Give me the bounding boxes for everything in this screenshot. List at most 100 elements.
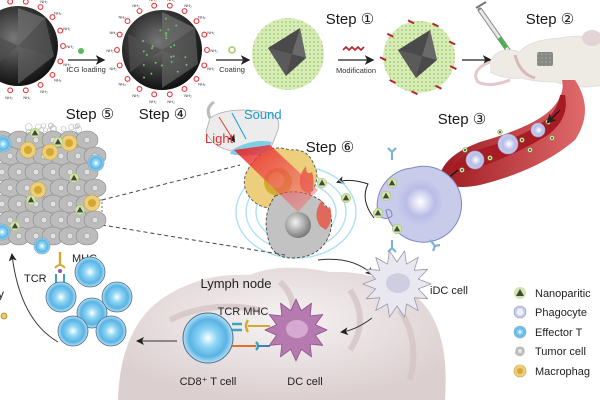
amine-group-icon xyxy=(182,9,187,14)
amine-group-icon xyxy=(117,32,122,37)
cd8-t-cell xyxy=(183,313,233,363)
blood-vessel xyxy=(440,80,585,187)
step-5-label: Step ⑤ xyxy=(66,106,114,123)
legend: Nanoparitic Phagocyte Effector T Tumor c… xyxy=(514,287,591,378)
tumor-cell-icon xyxy=(76,131,98,149)
amine-group-icon xyxy=(58,28,63,33)
amine-group-icon xyxy=(58,59,63,64)
coating-label: Coating xyxy=(219,65,245,74)
effector-t-icon xyxy=(58,316,88,346)
tcr-mhc-label: TCR MHC xyxy=(218,306,269,318)
left-edge-fragment: y xyxy=(0,287,7,319)
tumor-mass xyxy=(0,123,106,254)
modification-arrow: Modification xyxy=(336,47,376,75)
lymph-node-label: Lymph node xyxy=(200,276,271,291)
nh2-label: NH₂ xyxy=(207,66,215,71)
bare-nanoparticle: NH₂NH₂NH₂NH₂NH₂NH₂NH₂NH₂NH₂NH₂NH₂NH₂NH₂N… xyxy=(0,0,74,100)
effector-t-icon xyxy=(102,282,132,312)
amine-group-icon xyxy=(205,48,210,53)
amine-group-icon xyxy=(125,77,130,82)
coating-lipid-icon xyxy=(229,47,235,53)
nh2-label: NH₂ xyxy=(106,48,114,53)
nh2-label: NH₂ xyxy=(40,0,48,4)
nanoparticle-icon xyxy=(75,205,85,215)
amine-group-icon xyxy=(38,5,43,10)
amine-group-icon xyxy=(182,87,187,92)
effector-t-icon xyxy=(75,257,105,287)
cd8-t-cell-label: CD8⁺ T cell xyxy=(180,376,237,388)
tcr-label-left: TCR xyxy=(24,273,47,285)
legend-label: Nanoparitic xyxy=(535,288,591,300)
nh2-label: NH₂ xyxy=(23,95,31,100)
amine-group-icon xyxy=(167,92,172,97)
step-3-label: Step ③ xyxy=(438,111,486,128)
amine-group-icon xyxy=(137,9,142,14)
step-4-label: Step ④ xyxy=(139,106,187,123)
nanoparticle-icon xyxy=(373,208,383,218)
nh2-label: NH₂ xyxy=(109,30,117,35)
icg-dot-icon xyxy=(78,48,84,54)
legend-item: Macrophag xyxy=(514,365,590,378)
idc-cell-label: iDC cell xyxy=(430,285,468,297)
amine-group-icon xyxy=(137,87,142,92)
mouse-model xyxy=(476,30,600,87)
icg-loaded-nanoparticle: NH₂ NH₂ NH₂ NH₂ NH₂ NH₂ NH₂ NH₂ NH₂ NH₂ NH₂ NH₂ NH₂ N… xyxy=(106,0,218,104)
amine-group-icon xyxy=(202,63,207,68)
modification-label: Modification xyxy=(336,66,376,75)
coated-nanoparticle xyxy=(252,18,324,90)
amine-group-icon xyxy=(202,32,207,37)
nh2-label: NH₂ xyxy=(210,48,218,53)
dc-cell-label: DC cell xyxy=(287,376,322,388)
nh2-label: NH₂ xyxy=(63,26,71,31)
macrophage-icon xyxy=(61,135,77,151)
amine-group-icon xyxy=(167,3,172,8)
legend-item: Phagocyte xyxy=(514,306,587,319)
amine-group-icon xyxy=(117,63,122,68)
peptide-icon xyxy=(343,47,364,50)
nh2-label: NH₂ xyxy=(66,44,74,49)
nanoparticle-icon xyxy=(69,173,79,183)
legend-item: Effector T xyxy=(514,326,583,339)
nanoparticle-icon xyxy=(392,224,402,234)
legend-item: Tumor cell xyxy=(515,346,586,358)
macrophage-icon xyxy=(514,365,526,377)
nh2-label: NH₂ xyxy=(184,3,192,8)
nh2-label: NH₂ xyxy=(149,99,157,104)
nanoparticle-icon xyxy=(53,137,63,147)
step-1-label: Step ① xyxy=(326,11,374,28)
sound-label: Sound xyxy=(244,107,282,122)
amine-group-icon xyxy=(61,44,66,49)
effector-t-icon xyxy=(88,155,104,171)
step-2-label: Step ② xyxy=(526,11,574,28)
amine-group-icon xyxy=(8,88,13,93)
effector-t-icon xyxy=(514,326,526,338)
tumor-cell-icon xyxy=(84,211,106,229)
nh2-label: NH₂ xyxy=(40,89,48,94)
nanoparticle-icon xyxy=(514,287,526,299)
nh2-label: NH₂ xyxy=(132,3,140,8)
effector-t-icon xyxy=(34,238,50,254)
nh2-label: NH₂ xyxy=(167,0,175,2)
nanoparticle-icon xyxy=(381,191,391,201)
nh2-label: NH₂ xyxy=(149,0,157,2)
nh2-label: NH₂ xyxy=(184,93,192,98)
icg-loading-label: ICG loading xyxy=(66,65,106,74)
amine-group-icon xyxy=(23,0,28,4)
legend-label: Effector T xyxy=(535,327,583,339)
macrophage-icon xyxy=(20,142,36,158)
nh2-label: NH₂ xyxy=(54,11,62,16)
nh2-label: NH₂ xyxy=(118,81,126,86)
nanoparticle-icon xyxy=(10,221,20,231)
zoom-line-bottom xyxy=(102,225,285,255)
tcr-mhc-synapse xyxy=(55,252,65,284)
coating-arrow: Coating xyxy=(216,47,248,74)
svg-text:y: y xyxy=(0,287,4,301)
nh2-label: NH₂ xyxy=(198,15,206,20)
legend-label: Tumor cell xyxy=(535,346,586,358)
amine-group-icon xyxy=(23,88,28,93)
nanoparticle-icon xyxy=(26,195,36,205)
nh2-label: NH₂ xyxy=(167,99,175,104)
nh2-label: NH₂ xyxy=(132,93,140,98)
amine-group-icon xyxy=(125,19,130,24)
